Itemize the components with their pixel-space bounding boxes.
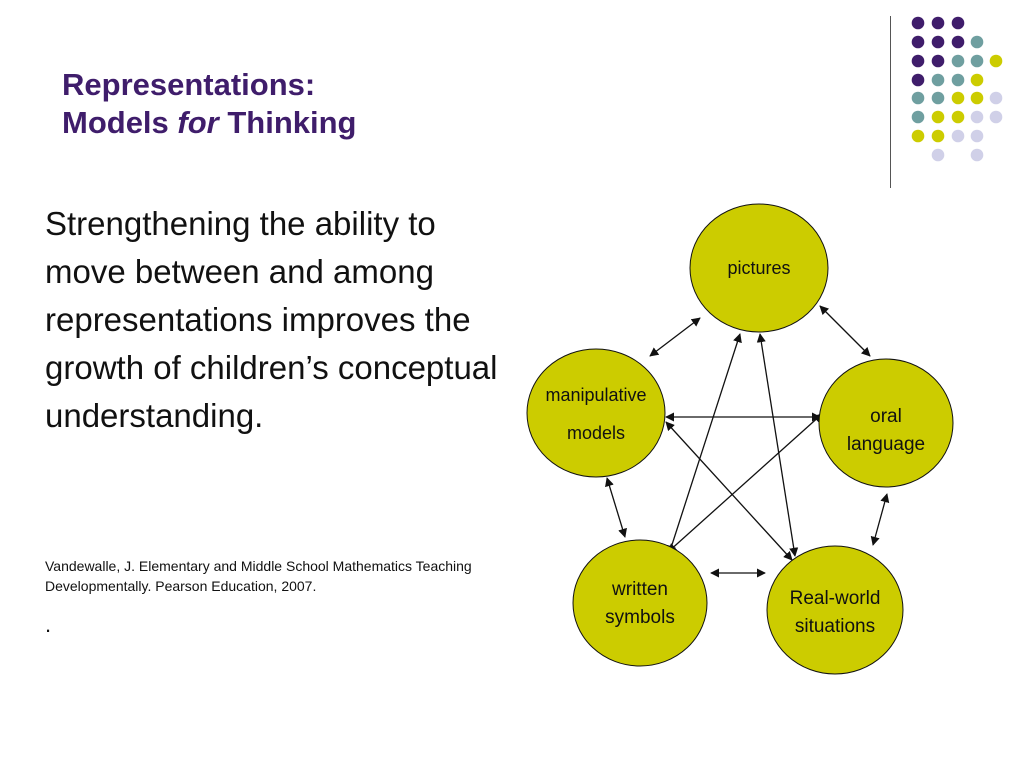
decorative-dot — [931, 73, 945, 87]
decorative-dot — [951, 35, 965, 49]
decorative-dot — [970, 35, 984, 49]
decorative-dot — [911, 73, 925, 87]
decorative-dot — [911, 110, 925, 124]
body-paragraph: Strengthening the ability to move betwee… — [45, 205, 498, 434]
node-pictures: pictures — [689, 203, 829, 333]
decorative-dot — [951, 91, 965, 105]
node-oral-language: oral language — [818, 358, 954, 488]
node-circle-pictures — [689, 203, 829, 333]
arrow-oral-language-written-symbols — [667, 413, 823, 553]
decorative-dot — [951, 16, 965, 30]
decorative-dot — [931, 148, 945, 162]
node-circle-oral-language — [818, 358, 954, 488]
node-real-world-situations: Real-world situations — [766, 545, 904, 675]
node-label-written-symbols-1: symbols — [605, 607, 675, 628]
arrow-manipulative-models-written-symbols — [605, 477, 627, 538]
arrow-pictures-oral-language — [819, 305, 871, 357]
decorative-dot — [970, 110, 984, 124]
slide-title: Representations: Models for Thinking — [62, 66, 357, 142]
decorative-dot — [931, 110, 945, 124]
decorative-dot — [970, 129, 984, 143]
decorative-dot — [931, 129, 945, 143]
title-line-2-start: Models — [62, 105, 178, 140]
decorative-dot — [911, 129, 925, 143]
decorative-dot — [931, 91, 945, 105]
node-manipulative-models: manipulative models — [526, 348, 666, 478]
decorative-dot — [911, 16, 925, 30]
node-circle-written-symbols — [572, 539, 708, 667]
decorative-divider — [890, 16, 891, 188]
decorative-dot — [951, 110, 965, 124]
decorative-dot — [989, 110, 1003, 124]
node-label-written-symbols-0: written — [611, 579, 668, 600]
decorative-dot — [989, 54, 1003, 68]
arrow-manipulative-models-real-world-situations — [665, 421, 793, 561]
decorative-dot — [911, 91, 925, 105]
arrow-oral-language-real-world-situations — [870, 493, 890, 546]
arrow-pictures-real-world-situations — [756, 333, 799, 557]
diagram-edges — [605, 305, 890, 578]
node-label-real-world-situations-0: Real-world — [790, 588, 881, 609]
arrow-pictures-written-symbols — [667, 333, 742, 555]
decorative-dot — [931, 54, 945, 68]
decorative-dot — [970, 148, 984, 162]
decorative-dot-grid — [911, 16, 1003, 162]
node-circle-real-world-situations — [766, 545, 904, 675]
decorative-dot — [989, 91, 1003, 105]
decorative-dot — [970, 73, 984, 87]
title-line-1: Representations: — [62, 67, 316, 102]
trailing-period: . — [45, 612, 52, 637]
arrow-pictures-manipulative-models — [649, 317, 701, 357]
decorative-dot — [951, 54, 965, 68]
citation: Vandewalle, J. Elementary and Middle Sch… — [45, 558, 472, 594]
decorative-dot — [931, 35, 945, 49]
node-circle-manipulative-models — [526, 348, 666, 478]
decorative-dot — [970, 54, 984, 68]
decorative-dot — [931, 16, 945, 30]
node-label-real-world-situations-1: situations — [795, 616, 875, 637]
decorative-dot — [970, 91, 984, 105]
title-line-2: Models for Thinking — [62, 104, 357, 142]
title-line-2-emphasis: for — [177, 105, 219, 140]
decorative-dot — [911, 54, 925, 68]
diagram-nodes: pictures manipulative models oral language wr… — [526, 203, 954, 675]
node-written-symbols: written symbols — [572, 539, 708, 667]
title-line-2-end: Thinking — [218, 105, 357, 140]
node-label-pictures-0: pictures — [727, 258, 790, 278]
node-label-manipulative-models-1: models — [567, 423, 625, 443]
decorative-dot — [911, 35, 925, 49]
node-label-manipulative-models-0: manipulative — [545, 385, 646, 405]
node-label-oral-language-1: language — [847, 434, 925, 455]
node-label-oral-language-0: oral — [870, 406, 902, 427]
decorative-dot — [951, 73, 965, 87]
decorative-dot — [951, 129, 965, 143]
